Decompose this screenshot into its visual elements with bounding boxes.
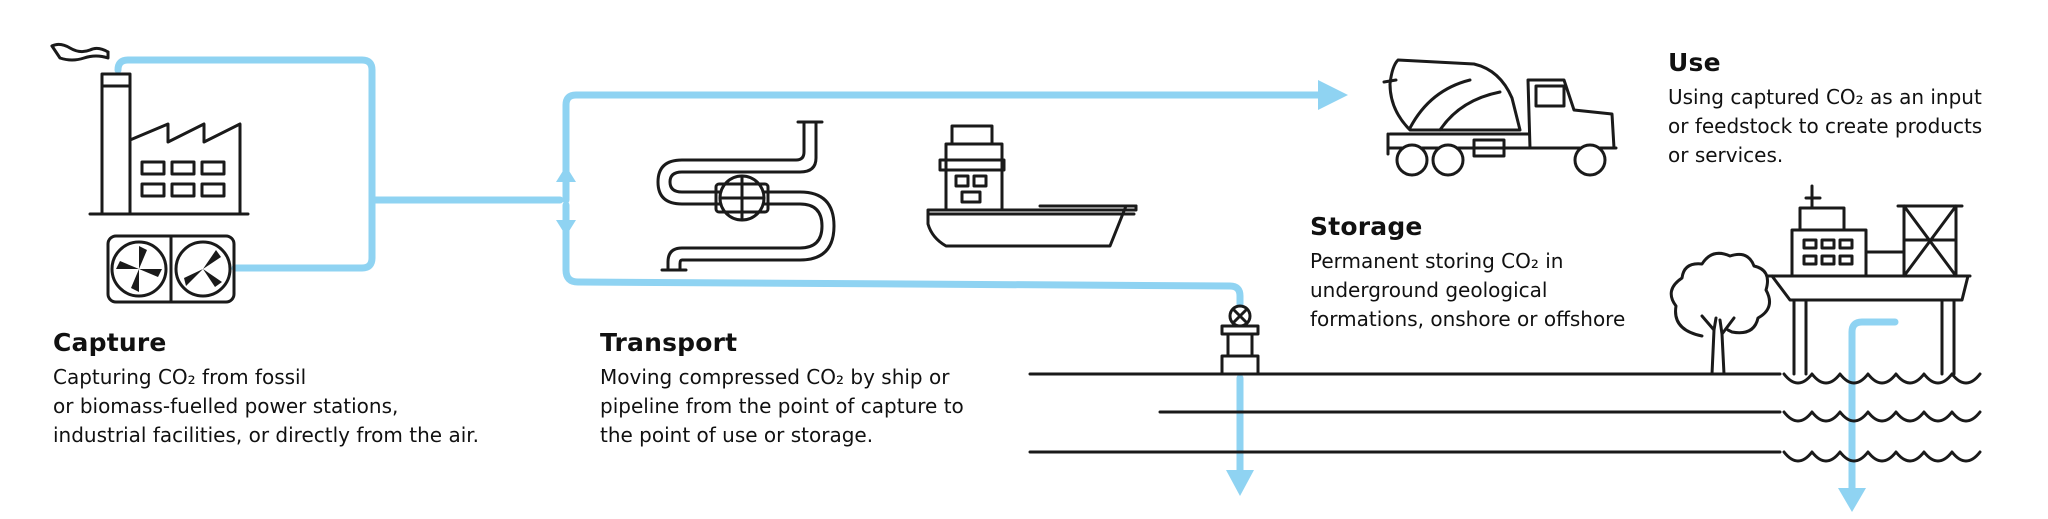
offshore-platform-icon	[1766, 184, 1972, 376]
use-line: or services.	[1668, 143, 1784, 167]
transport-line: Moving compressed CO₂ by ship or	[600, 365, 950, 389]
waves-icon	[1782, 372, 1982, 463]
flow-to-storage	[562, 201, 1244, 309]
capture-description: Capturing CO₂ from fossil or biomass-fue…	[53, 363, 479, 450]
storage-line: underground geological	[1310, 278, 1548, 302]
flow-arrow-offshore	[1838, 488, 1866, 512]
use-label: Use Using captured CO₂ as an input or fe…	[1668, 48, 1982, 170]
transport-line: pipeline from the point of capture to	[600, 394, 964, 418]
capture-line: or biomass-fuelled power stations,	[53, 394, 399, 418]
use-title: Use	[1668, 48, 1721, 77]
transport-line: the point of use or storage.	[600, 423, 874, 447]
capture-line: Capturing CO₂ from fossil	[53, 365, 307, 389]
cement-truck-icon	[1382, 58, 1618, 177]
ground-strata	[1028, 372, 1782, 454]
flow-to-use	[562, 91, 1329, 204]
storage-label: Storage Permanent storing CO₂ in undergr…	[1310, 212, 1625, 334]
storage-line: formations, onshore or offshore	[1310, 307, 1626, 331]
flow-offshore-inject	[1848, 318, 1899, 494]
capture-title: Capture	[53, 328, 167, 357]
storage-title: Storage	[1310, 212, 1423, 241]
flow-capture-bottom	[231, 196, 376, 272]
tree-icon	[1669, 251, 1772, 376]
flow-arrow-use	[1318, 80, 1348, 110]
use-line: Using captured CO₂ as an input	[1668, 85, 1982, 109]
flow-arrow-down	[556, 220, 576, 236]
air-capture-fans-icon	[106, 234, 236, 304]
flow-arrow-well	[1226, 470, 1254, 496]
storage-description: Permanent storing CO₂ in underground geo…	[1310, 247, 1625, 334]
use-line: or feedstock to create products	[1668, 114, 1983, 138]
transport-description: Moving compressed CO₂ by ship or pipelin…	[600, 363, 964, 450]
flow-capture-top	[114, 56, 564, 204]
pipeline-icon	[656, 120, 836, 272]
transport-title: Transport	[600, 328, 738, 357]
use-description: Using captured CO₂ as an input or feedst…	[1668, 83, 1982, 170]
capture-label: Capture Capturing CO₂ from fossil or bio…	[53, 328, 479, 450]
storage-line: Permanent storing CO₂ in	[1310, 249, 1564, 273]
capture-line: industrial facilities, or directly from …	[53, 423, 479, 447]
flow-lines	[114, 56, 1899, 512]
injection-wellhead-icon	[1220, 304, 1260, 376]
ship-icon	[926, 124, 1138, 248]
transport-label: Transport Moving compressed CO₂ by ship …	[600, 328, 964, 450]
factory-icon	[50, 42, 250, 216]
flow-arrow-up	[556, 166, 576, 182]
